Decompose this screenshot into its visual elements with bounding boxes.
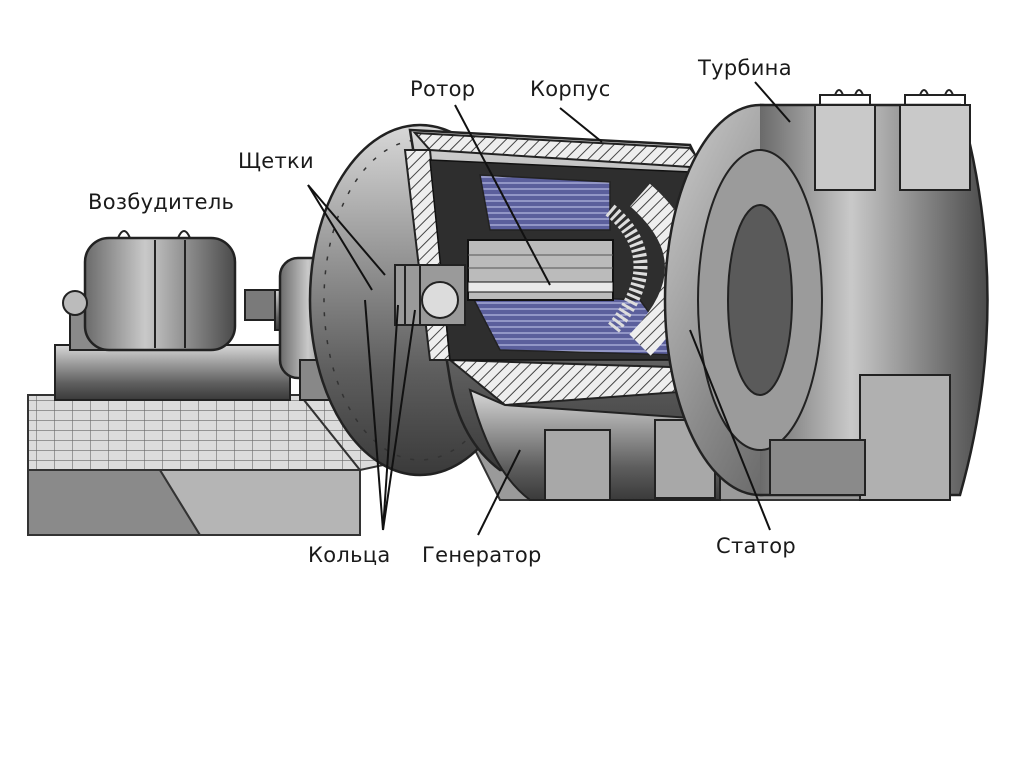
exciter-machine [54, 230, 291, 401]
label-brushes: Щетки [238, 149, 314, 173]
labels: Ротор Корпус Турбина Щетки Возбудитель К… [88, 56, 796, 567]
turbine-machine [663, 89, 989, 501]
label-turbine: Турбина [697, 56, 792, 80]
label-stator: Статор [716, 534, 796, 558]
label-rotor: Ротор [410, 77, 475, 101]
label-exciter: Возбудитель [88, 190, 234, 214]
label-generator: Генератор [422, 543, 542, 567]
label-housing: Корпус [530, 77, 611, 101]
label-rings: Кольца [308, 543, 391, 567]
generator-housing [308, 123, 732, 501]
leader-lines [307, 81, 791, 536]
